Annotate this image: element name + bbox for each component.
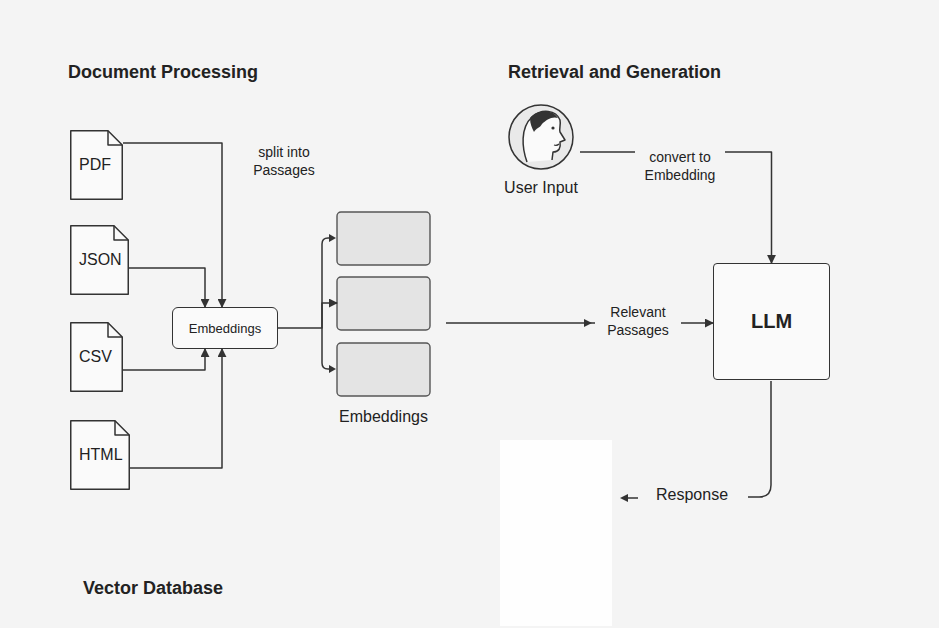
- section-heading: Retrieval and Generation: [508, 62, 721, 83]
- edge-label: Relevant Passages: [595, 302, 681, 340]
- node-text: Embeddings: [337, 408, 430, 426]
- embedding-box: [337, 343, 430, 396]
- embedding-stack: Embeddings: [337, 212, 430, 432]
- document-icon: HTML: [70, 420, 130, 490]
- node-text: PDF: [79, 156, 118, 174]
- edge-label: convert to Embedding: [635, 147, 725, 185]
- node-text: Embeddings: [189, 321, 261, 336]
- model-box: LLM: [713, 263, 830, 380]
- connector-arrow: [129, 268, 205, 307]
- node-text: User Input: [502, 179, 580, 197]
- document-icon: JSON: [70, 225, 129, 295]
- arrowhead: [329, 234, 336, 242]
- embedding-box: [337, 277, 430, 330]
- node-text: HTML: [79, 446, 125, 464]
- node-text: CSV: [79, 348, 118, 366]
- process-box: Embeddings: [172, 307, 278, 349]
- section-heading: Vector Database: [83, 578, 223, 599]
- section-heading: Document Processing: [68, 62, 258, 83]
- response-line: [748, 381, 771, 497]
- response-panel: [500, 440, 612, 626]
- edge-label: split into Passages: [239, 142, 329, 180]
- arrowhead: [329, 365, 336, 373]
- arrowhead: [620, 494, 628, 502]
- user-node: User Input: [502, 105, 580, 197]
- connector-arrow: [123, 349, 205, 370]
- node-text: LLM: [751, 310, 792, 333]
- connector-arrow: [130, 349, 222, 468]
- node-text: JSON: [79, 251, 124, 269]
- document-icon: PDF: [70, 130, 123, 200]
- flow-label: Response: [656, 486, 728, 504]
- connector-arrow: [123, 143, 222, 307]
- user-icon: [509, 105, 573, 169]
- connector-arrow: [278, 303, 337, 328]
- embedding-box: [337, 212, 430, 265]
- document-icon: CSV: [70, 322, 123, 392]
